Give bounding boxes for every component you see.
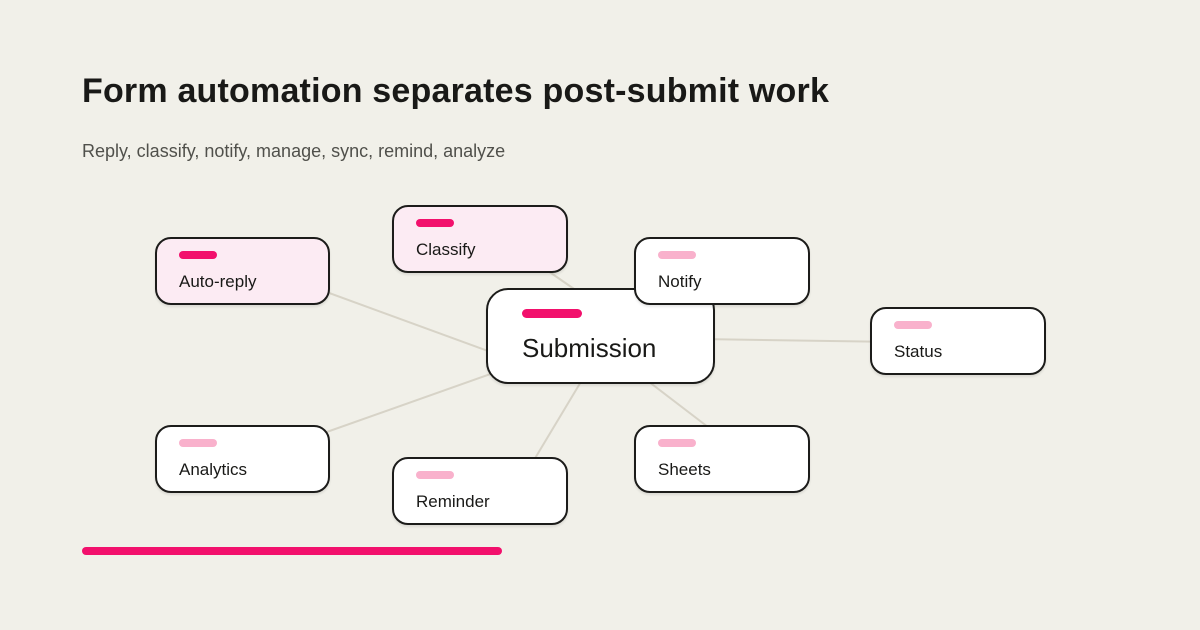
node-label: Reminder xyxy=(416,491,490,511)
accent-bar xyxy=(179,438,217,447)
page-subtitle: Reply, classify, notify, manage, sync, r… xyxy=(82,141,506,161)
node-label: Auto-reply xyxy=(179,271,257,291)
accent-bar xyxy=(658,250,696,259)
node-label: Submission xyxy=(522,333,657,363)
accent-bar xyxy=(522,309,582,318)
node-label: Notify xyxy=(658,271,702,291)
node-label: Classify xyxy=(416,239,476,259)
accent-underline xyxy=(82,547,502,555)
node-sheets: Sheets xyxy=(634,425,810,493)
node-label: Analytics xyxy=(179,459,248,479)
accent-bar xyxy=(894,320,932,329)
node-label: Sheets xyxy=(658,459,711,479)
edge-submission-status xyxy=(699,338,896,343)
node-label: Status xyxy=(894,341,943,361)
accent-bar xyxy=(416,470,454,479)
page-title: Form automation separates post-submit wo… xyxy=(82,72,830,110)
node-status: Status xyxy=(870,307,1046,375)
node-notify: Notify xyxy=(634,237,810,305)
node-analytics: Analytics xyxy=(155,425,330,493)
node-classify: Classify xyxy=(392,205,568,273)
accent-bar xyxy=(658,438,696,447)
node-reminder: Reminder xyxy=(392,457,568,525)
node-auto-reply: Auto-reply xyxy=(155,237,330,305)
accent-bar xyxy=(416,218,454,227)
accent-bar xyxy=(179,250,217,259)
